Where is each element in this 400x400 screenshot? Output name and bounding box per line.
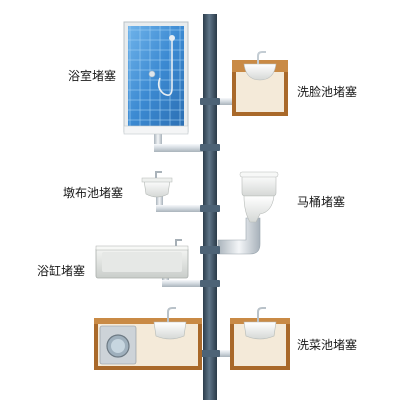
mop-sink-rim (141, 177, 173, 183)
shower-tiles (128, 26, 184, 128)
washbasin-bowl (243, 63, 277, 81)
kitchen-left-faucet-icon (167, 307, 176, 322)
kitchen-right-faucet-icon (257, 307, 266, 322)
mop-sink-faucet-icon (155, 171, 162, 178)
bathtub-faucet-icon (175, 239, 182, 246)
mop-sink-fixture (141, 171, 173, 198)
stack-fitting (200, 205, 220, 212)
shower-drain-pipe (154, 131, 162, 147)
kitchen-right-countertop (230, 318, 290, 324)
stack-fitting (200, 144, 220, 151)
toilet-fixture (239, 171, 279, 223)
toilet-bowl (243, 195, 275, 223)
shower-valve-icon (148, 70, 156, 78)
washbasin-fixture (232, 51, 288, 116)
stack-fitting (200, 98, 220, 105)
kitchen-fixture (94, 307, 290, 370)
bathtub-inner (102, 252, 182, 272)
washbasin-faucet-icon (257, 51, 266, 64)
main-stack (200, 14, 220, 400)
washing-machine-glass-icon (111, 339, 125, 353)
shower-label: 浴室堵塞 (68, 69, 117, 83)
kitchen-right-sink-bowl (243, 321, 277, 340)
shower-head-icon (169, 35, 175, 41)
shower-fixture (123, 21, 189, 135)
kitchen-sink-label: 洗菜池堵塞 (297, 338, 358, 352)
washbasin-label: 洗脸池堵塞 (297, 85, 358, 99)
toilet-label: 马桶堵塞 (297, 195, 346, 209)
bathtub-rim (95, 245, 189, 251)
kitchen-left-sink-bowl (153, 321, 187, 340)
kitchen-left-countertop (94, 318, 202, 324)
kitchen-right-branch-pipe (214, 350, 245, 357)
mop-sink-branch-pipe (156, 205, 210, 212)
shower-hose (157, 40, 173, 96)
bathtub-branch-pipe (162, 280, 210, 287)
mop-sink-drain-pipe (156, 196, 163, 210)
toilet-tank-lid (239, 171, 279, 178)
bathtub-label: 浴缸堵塞 (37, 264, 86, 278)
mop-sink-label: 墩布池堵塞 (63, 186, 124, 200)
toilet-tank (241, 173, 277, 197)
stack-fitting (200, 350, 220, 357)
stack-fitting (200, 280, 220, 287)
shower-branch-pipe (154, 144, 210, 152)
mop-sink-bowl (143, 179, 171, 198)
shower-tray (123, 125, 189, 135)
bathtub-fixture (95, 239, 189, 279)
toilet-branch-pipe (217, 217, 261, 255)
stack-fitting (200, 246, 220, 254)
